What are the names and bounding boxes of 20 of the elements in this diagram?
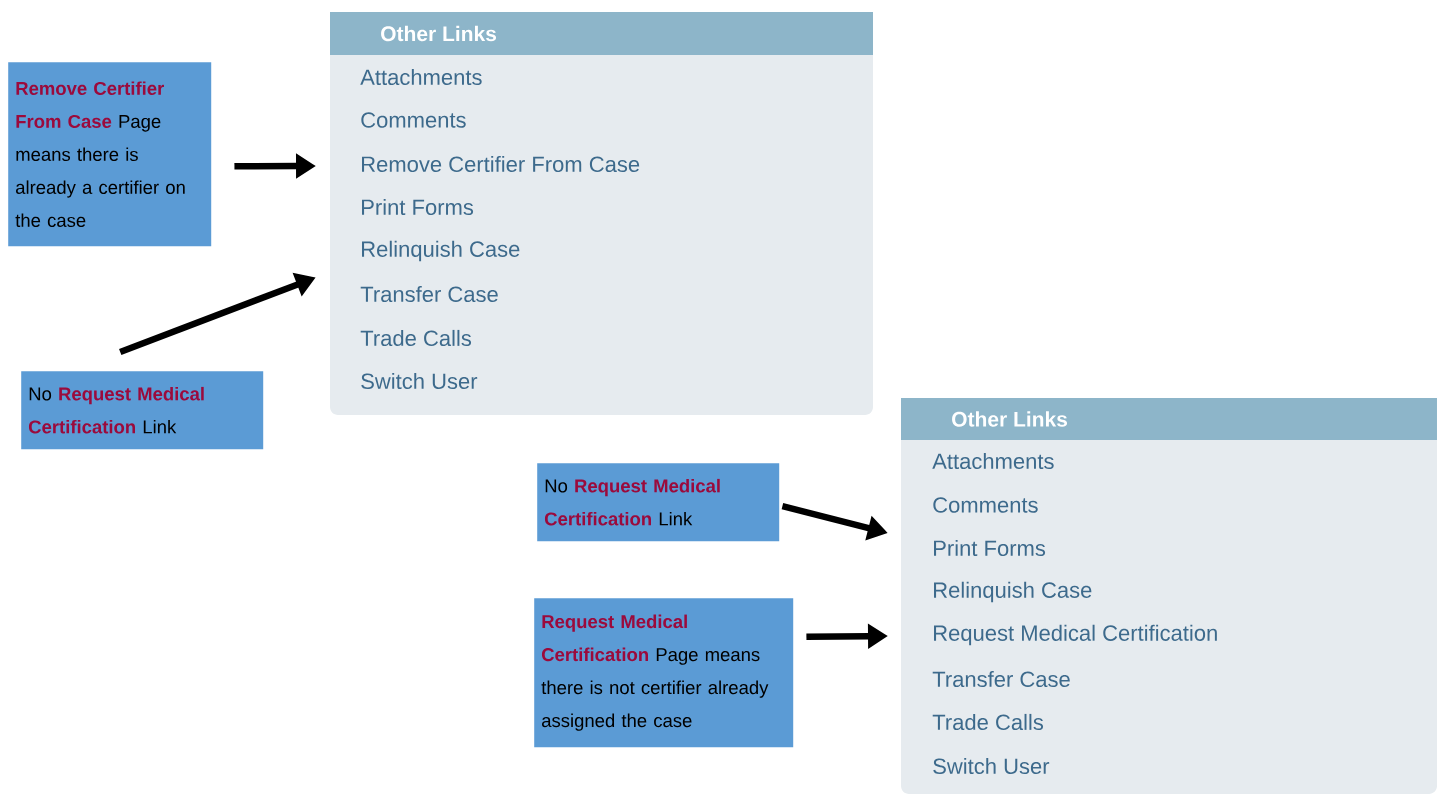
callout-box: No Request Medical Certification Link [21, 371, 264, 450]
menu-link: Comments [361, 112, 466, 128]
menu-link: Trade Calls [360, 329, 472, 347]
menu-link: Request Medical Certification [934, 624, 1217, 646]
menu-link: Remove Certifier From Case [362, 155, 640, 173]
menu-link: Attachments [360, 68, 482, 86]
callout-box: Request Medical Certification Page means there is not certifier already assigned the case [534, 598, 794, 748]
menu-link: Switch User [361, 372, 478, 390]
menu-link: Transfer Case [932, 670, 1070, 688]
callout-box: No Request Medical Certification Link [537, 463, 780, 542]
menu-link: Transfer Case [360, 285, 498, 303]
menu-link: Comments [933, 497, 1038, 513]
menu-link: Print Forms [934, 539, 1046, 557]
menu-link: Switch User [933, 757, 1050, 775]
menu-link: Relinquish Case [362, 240, 520, 262]
callout-box: Remove Certifier From Case Page means there is already a certifier on the case [8, 62, 212, 247]
menu-link: Print Forms [362, 198, 474, 216]
menu-link: Relinquish Case [934, 581, 1092, 603]
menu-link: Trade Calls [932, 713, 1044, 731]
menu-link: Attachments [932, 452, 1054, 470]
